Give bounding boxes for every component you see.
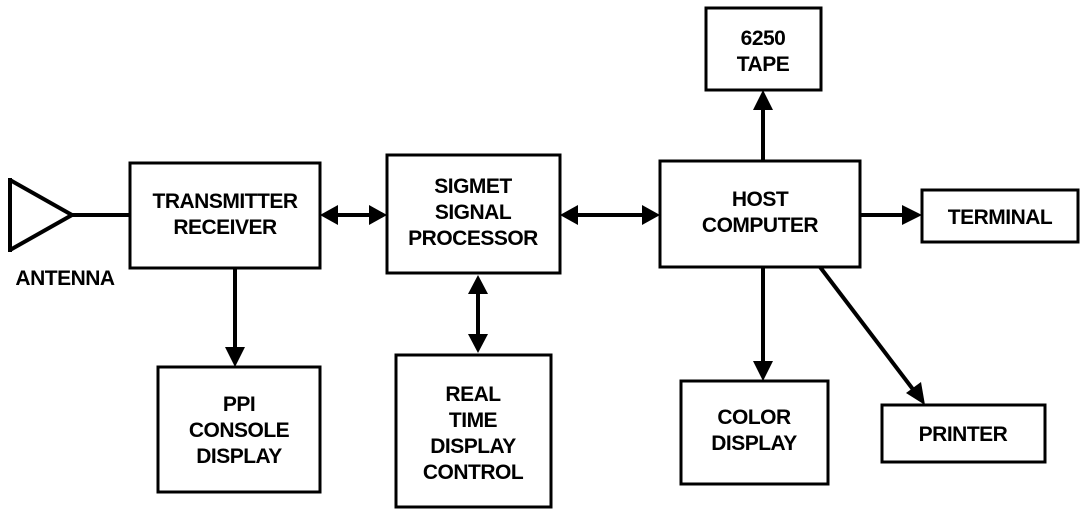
terminal-label: TERMINAL <box>948 206 1053 229</box>
color-display-line-2: DISPLAY <box>711 432 797 455</box>
ppi-console-line-1: PPI <box>223 393 255 416</box>
terminal-block: TERMINAL <box>920 188 1080 244</box>
signal-processor-block: SIGMET SIGNAL PROCESSOR <box>385 153 562 275</box>
color-display-line-1: COLOR <box>717 406 791 429</box>
transmitter-receiver-block: TRANSMITTER RECEIVER <box>128 161 322 270</box>
host-tape-arrow <box>753 90 773 161</box>
transmitter-receiver-line-1: TRANSMITTER <box>153 190 298 213</box>
tape-line-2: TAPE <box>737 53 790 76</box>
rt-display-control-line-4: CONTROL <box>423 461 524 484</box>
tape-box <box>704 6 823 92</box>
rt-display-control-box <box>394 353 553 509</box>
tx-processor-double-arrow <box>320 205 387 225</box>
printer-box <box>880 403 1047 464</box>
host-computer-line-1: HOST <box>732 188 789 211</box>
transmitter-receiver-box <box>128 161 322 270</box>
transmitter-receiver-line-2: RECEIVER <box>173 216 277 239</box>
processor-rtdc-double-arrow <box>468 275 488 353</box>
signal-processor-line-3: PROCESSOR <box>408 227 538 250</box>
host-computer-box <box>658 159 862 269</box>
host-printer-arrow <box>818 265 925 405</box>
host-terminal-arrow <box>860 205 922 225</box>
rt-display-control-block: REAL TIME DISPLAY CONTROL <box>394 353 553 509</box>
host-computer-block: HOST COMPUTER <box>658 159 862 269</box>
terminal-box <box>920 188 1080 244</box>
printer-block: PRINTER <box>880 403 1047 464</box>
rt-display-control-line-2: TIME <box>449 409 498 432</box>
rt-display-control-line-3: DISPLAY <box>430 435 516 458</box>
ppi-console-line-3: DISPLAY <box>196 445 282 468</box>
tx-ppi-arrow <box>225 268 245 367</box>
ppi-console-block: PPI CONSOLE DISPLAY <box>156 365 322 494</box>
rt-display-control-line-1: REAL <box>445 383 501 406</box>
signal-processor-box <box>385 153 562 275</box>
signal-processor-line-2: SIGNAL <box>435 201 512 224</box>
tape-line-1: 6250 <box>741 27 786 50</box>
color-display-box <box>679 379 830 486</box>
host-color-display-arrow <box>753 267 773 381</box>
ppi-console-line-2: CONSOLE <box>189 419 290 442</box>
signal-processor-line-1: SIGMET <box>434 175 512 198</box>
antenna-label: ANTENNA <box>15 267 114 290</box>
tape-block: 6250 TAPE <box>704 6 823 92</box>
antenna-icon <box>8 178 130 252</box>
host-computer-line-2: COMPUTER <box>702 214 819 237</box>
color-display-block: COLOR DISPLAY <box>679 379 830 486</box>
printer-label: PRINTER <box>919 423 1008 446</box>
processor-host-double-arrow <box>560 205 660 225</box>
ppi-console-box <box>156 365 322 494</box>
